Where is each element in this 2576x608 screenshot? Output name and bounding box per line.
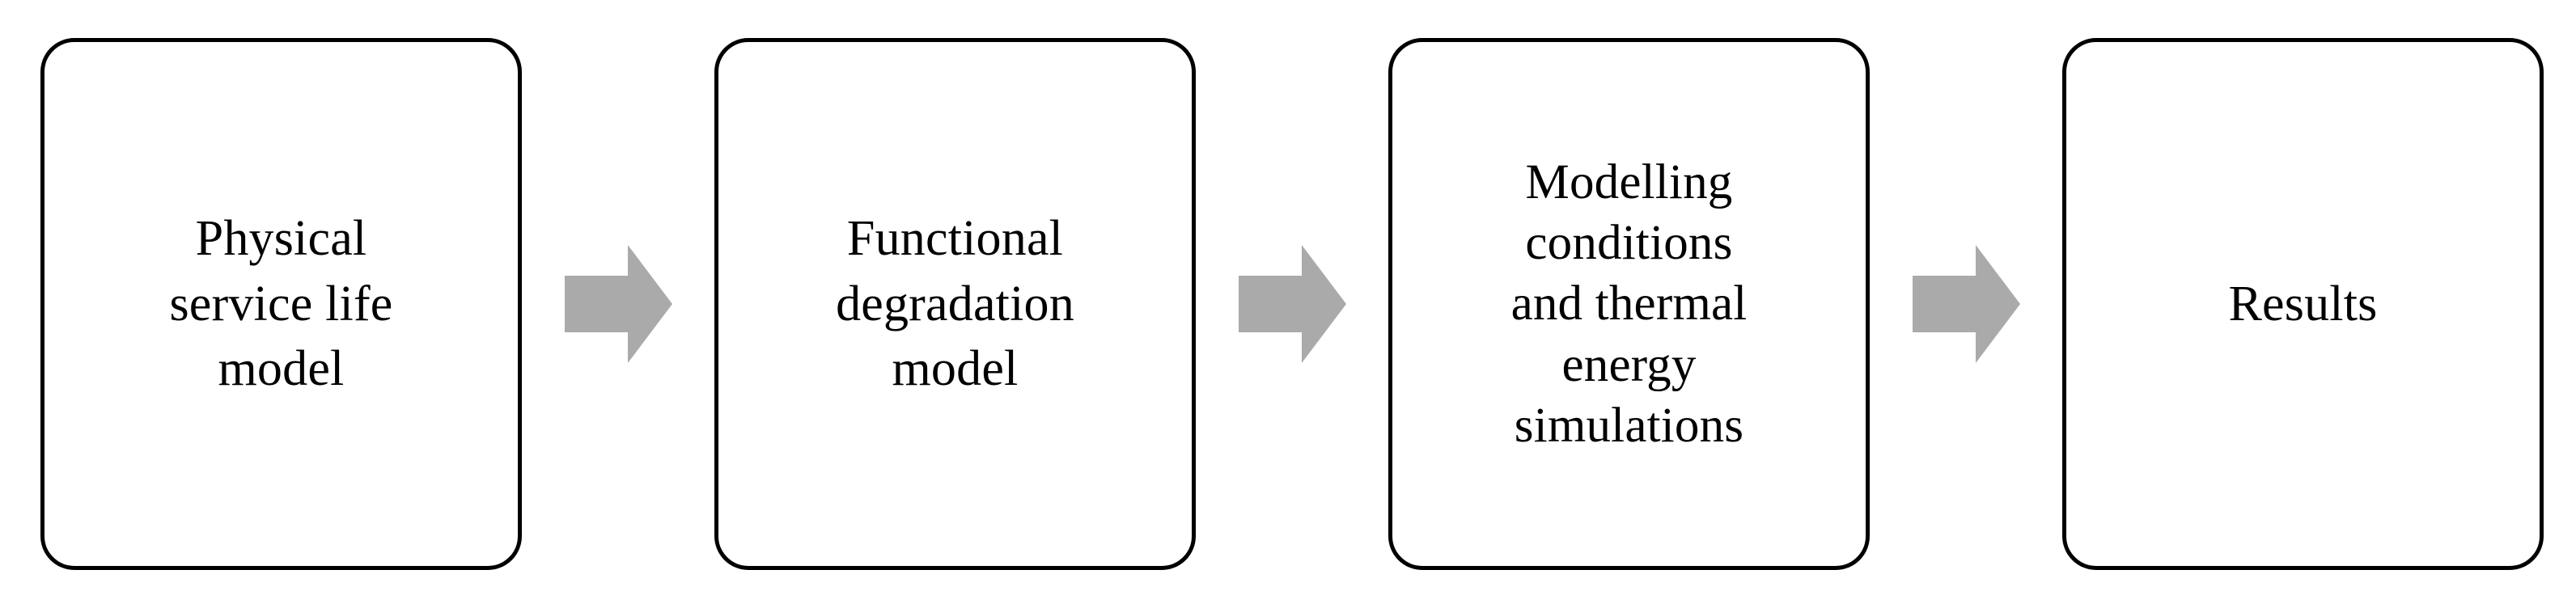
process-node-label: Modelling conditions and thermal energy … [1510,154,1748,453]
left-margin-spacer [0,38,40,570]
process-node-label: Results [2228,276,2378,331]
process-node-label: Functional degradation model [836,211,1074,397]
process-node-physical-service-life-model[interactable]: Physical service life model [40,38,522,570]
process-node-results[interactable]: Results [2062,38,2544,570]
flow-arrow-3 [1870,38,2062,570]
arrow-right-icon [1238,245,1346,363]
process-node-label: Physical service life model [169,211,393,397]
process-node-modelling-conditions-and-thermal-energy-simulations[interactable]: Modelling conditions and thermal energy … [1388,38,1870,570]
arrow-right-icon [564,245,672,363]
arrow-right-icon [1912,245,2020,363]
flow-arrow-2 [1196,38,1388,570]
process-node-functional-degradation-model[interactable]: Functional degradation model [714,38,1196,570]
flow-arrow-1 [522,38,714,570]
